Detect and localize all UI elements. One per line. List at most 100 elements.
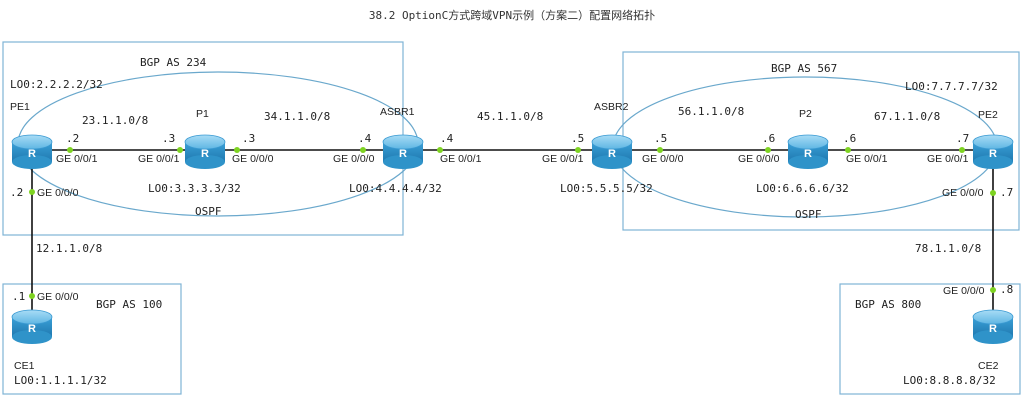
host-id-pe2-down: .7 <box>1000 186 1013 199</box>
interface-pe1-right: GE 0/0/1 <box>56 153 98 165</box>
port-pe2-left <box>959 147 965 153</box>
interface-asbr2-right: GE 0/0/0 <box>642 153 684 165</box>
as100-label: BGP AS 100 <box>96 298 162 311</box>
router-glyph: R <box>989 323 997 335</box>
loopback-p1: LO0:3.3.3.3/32 <box>148 182 241 195</box>
interface-ce2-up: GE 0/0/0 <box>943 285 985 297</box>
loopback-pe2: LO0:7.7.7.7/32 <box>905 80 998 93</box>
interface-p1-left: GE 0/0/1 <box>138 153 180 165</box>
router-icon: R <box>787 134 829 169</box>
diagram-title: 38.2 OptionC方式跨域VPN示例（方案二）配置网络拓扑 <box>369 8 655 22</box>
subnet-p2-pe2: 67.1.1.0/8 <box>874 110 940 123</box>
loopback-p2: LO0:6.6.6.6/32 <box>756 182 849 195</box>
interface-pe1-down: GE 0/0/0 <box>37 187 79 199</box>
router-icon: R <box>184 134 226 169</box>
host-id-pe1-right: .2 <box>66 132 79 145</box>
host-id-asbr2-left: .5 <box>571 132 584 145</box>
router-icon: R <box>11 134 53 169</box>
port-p1-right <box>234 147 240 153</box>
router-base <box>12 330 52 344</box>
router-top <box>591 134 633 150</box>
port-asbr1-left <box>360 147 366 153</box>
interface-p2-right: GE 0/0/1 <box>846 153 888 165</box>
interface-p1-right: GE 0/0/0 <box>232 153 274 165</box>
router-top <box>11 134 53 150</box>
port-asbr2-left <box>575 147 581 153</box>
as800-label: BGP AS 800 <box>855 298 921 311</box>
port-asbr2-right <box>657 147 663 153</box>
router-pe1[interactable]: R <box>11 134 53 169</box>
router-icon: R <box>972 309 1014 344</box>
as567-label: BGP AS 567 <box>771 62 837 75</box>
router-glyph: R <box>989 148 997 160</box>
loopback-ce2: LO0:8.8.8.8/32 <box>903 374 996 387</box>
port-ce2-up <box>990 287 996 293</box>
router-glyph: R <box>201 148 209 160</box>
router-icon: R <box>382 134 424 169</box>
port-p1-left <box>177 147 183 153</box>
port-p2-right <box>845 147 851 153</box>
port-ce1-up <box>29 293 35 299</box>
interface-asbr1-left: GE 0/0/0 <box>333 153 375 165</box>
interface-pe2-left: GE 0/0/1 <box>927 153 969 165</box>
port-asbr1-right <box>437 147 443 153</box>
host-id-ce2-up: .8 <box>1000 283 1013 296</box>
router-name-pe2: PE2 <box>978 109 998 121</box>
router-asbr1[interactable]: R <box>382 134 424 169</box>
router-p2[interactable]: R <box>787 134 829 169</box>
router-name-ce1: CE1 <box>14 360 35 372</box>
router-icon: R <box>972 134 1014 169</box>
router-top <box>787 134 829 150</box>
router-glyph: R <box>28 323 36 335</box>
router-glyph: R <box>608 148 616 160</box>
router-top <box>382 134 424 150</box>
host-id-p1-right: .3 <box>242 132 255 145</box>
loopback-ce1: LO0:1.1.1.1/32 <box>14 374 107 387</box>
router-glyph: R <box>399 148 407 160</box>
port-pe1-down <box>29 189 35 195</box>
router-name-p2: P2 <box>799 108 812 120</box>
router-base <box>185 155 225 169</box>
router-name-ce2: CE2 <box>978 360 999 372</box>
router-top <box>184 134 226 150</box>
router-base <box>788 155 828 169</box>
as100-zone <box>2 283 182 395</box>
host-id-asbr1-left: .4 <box>358 132 372 145</box>
router-name-asbr2: ASBR2 <box>594 101 629 113</box>
router-glyph: R <box>28 148 36 160</box>
router-base <box>973 330 1013 344</box>
router-ce2[interactable]: R <box>972 309 1014 344</box>
interface-asbr2-left: GE 0/0/1 <box>542 153 584 165</box>
host-id-asbr1-right: .4 <box>440 132 454 145</box>
router-base <box>383 155 423 169</box>
port-pe2-down <box>990 190 996 196</box>
interface-p2-left: GE 0/0/0 <box>738 153 780 165</box>
router-top <box>11 309 53 325</box>
host-id-p2-left: .6 <box>762 132 775 145</box>
as800-zone <box>839 283 1021 395</box>
interface-asbr1-right: GE 0/0/1 <box>440 153 482 165</box>
subnet-pe1-ce1: 12.1.1.0/8 <box>36 242 102 255</box>
router-pe2[interactable]: R <box>972 134 1014 169</box>
router-asbr2[interactable]: R <box>591 134 633 169</box>
port-pe1-right <box>67 147 73 153</box>
router-top <box>972 134 1014 150</box>
router-ce1[interactable]: R <box>11 309 53 344</box>
host-id-p1-left: .3 <box>162 132 175 145</box>
port-p2-left <box>765 147 771 153</box>
subnet-asbr2-p2: 56.1.1.0/8 <box>678 105 744 118</box>
host-id-p2-right: .6 <box>843 132 856 145</box>
loopback-asbr2: LO0:5.5.5.5/32 <box>560 182 653 195</box>
as234-label: BGP AS 234 <box>140 56 207 69</box>
host-id-pe1-down: .2 <box>10 186 23 199</box>
router-base <box>973 155 1013 169</box>
router-glyph: R <box>804 148 812 160</box>
subnet-pe2-ce2: 78.1.1.0/8 <box>915 242 981 255</box>
router-name-pe1: PE1 <box>10 101 30 113</box>
router-p1[interactable]: R <box>184 134 226 169</box>
host-id-asbr2-right: .5 <box>654 132 667 145</box>
interface-pe2-down: GE 0/0/0 <box>942 187 984 199</box>
router-icon: R <box>591 134 633 169</box>
router-icon: R <box>11 309 53 344</box>
